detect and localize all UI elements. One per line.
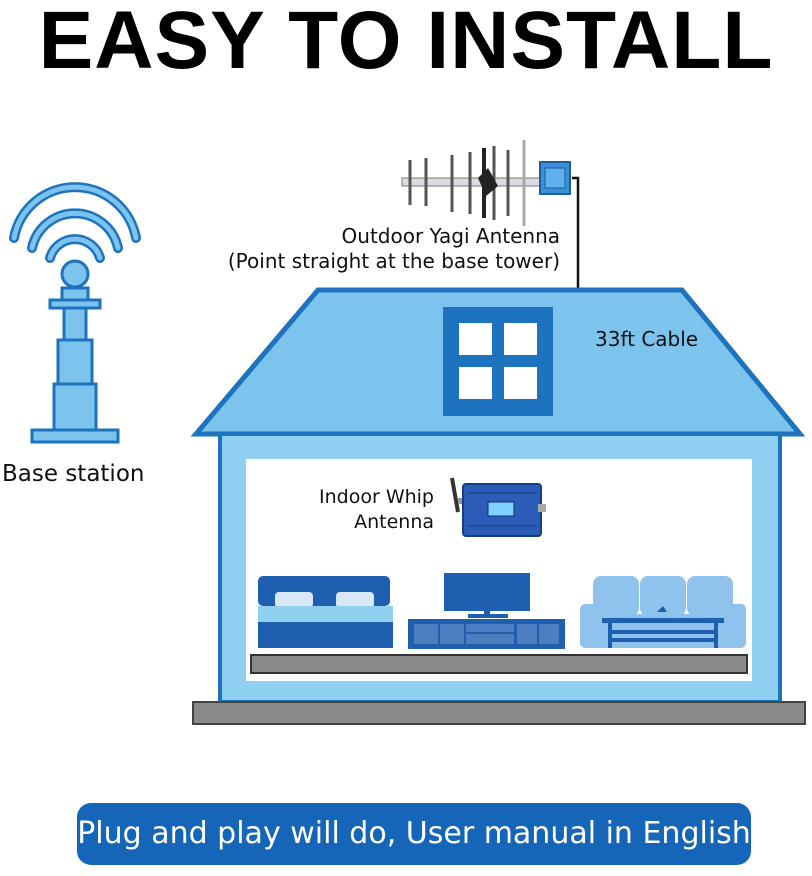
attic-window	[443, 307, 553, 416]
yagi-antenna-note: (Point straight at the base tower)	[227, 249, 560, 273]
yagi-antenna-icon	[401, 140, 571, 226]
sofa-icon	[580, 576, 746, 648]
page-title: EASY TO INSTALL	[38, 0, 774, 86]
base-station-tower-icon	[9, 182, 141, 444]
whip-antenna-label-line2: Antenna	[354, 511, 434, 533]
yagi-antenna-label: Outdoor Yagi Antenna	[341, 224, 560, 248]
cable-label: 33ft Cable	[595, 327, 699, 351]
tv-stand-icon	[408, 573, 565, 649]
whip-antenna-label-line1: Indoor Whip	[319, 486, 434, 508]
plug-and-play-banner: Plug and play will do, User manual in En…	[77, 803, 751, 865]
ground-slab	[192, 701, 806, 725]
base-station-label: Base station	[2, 461, 145, 487]
bed-icon	[258, 576, 393, 648]
floor-strip	[250, 654, 748, 674]
signal-booster-icon	[450, 477, 546, 537]
